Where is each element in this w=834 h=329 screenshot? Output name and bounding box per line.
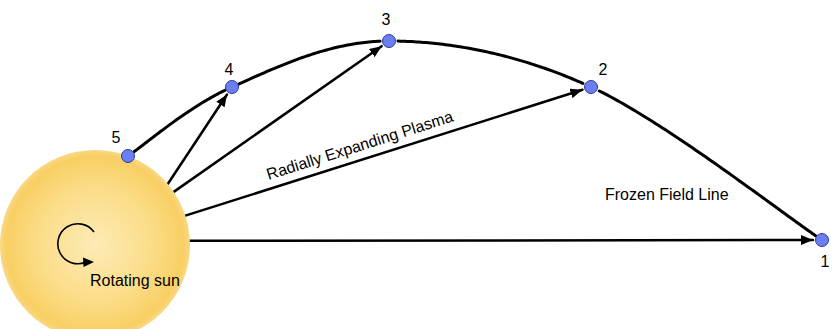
body-label: Rotating sun [90,272,180,290]
plasma-arrow [190,239,813,242]
callout-number: 5 [112,129,121,147]
field-point: 5 [121,149,135,163]
rotation-arrow [58,224,94,264]
field-line [134,90,226,152]
point-dot [226,81,239,94]
sun-disc [0,150,190,329]
point-marker [225,80,239,94]
plasma-arrow [168,95,227,184]
field-point: 1 [815,233,829,247]
callout-number: 1 [821,253,830,271]
callout-number: 2 [599,61,608,79]
field-point: 4 [225,80,239,94]
point-dot [383,35,396,48]
field-point: 2 [584,80,598,94]
field-line [599,91,815,236]
plasma-arrow [185,90,582,216]
callout-number: 4 [225,61,234,79]
field-line-label: Frozen Field Line [605,186,729,204]
field-line [398,41,583,83]
field-line [239,41,380,84]
edge-label: Radially Expanding Plasma [264,107,455,183]
callout-number: 3 [382,11,391,29]
point-marker [121,149,135,163]
point-dot [122,150,135,163]
point-dot [585,81,598,94]
point-dot [816,234,829,247]
field-point: 3 [382,34,396,48]
point-marker [815,233,829,247]
sun-circle [0,150,190,329]
point-marker [584,80,598,94]
rotation-arrowhead [83,258,94,268]
point-marker [382,34,396,48]
sun-body: Rotating sun [0,150,190,329]
